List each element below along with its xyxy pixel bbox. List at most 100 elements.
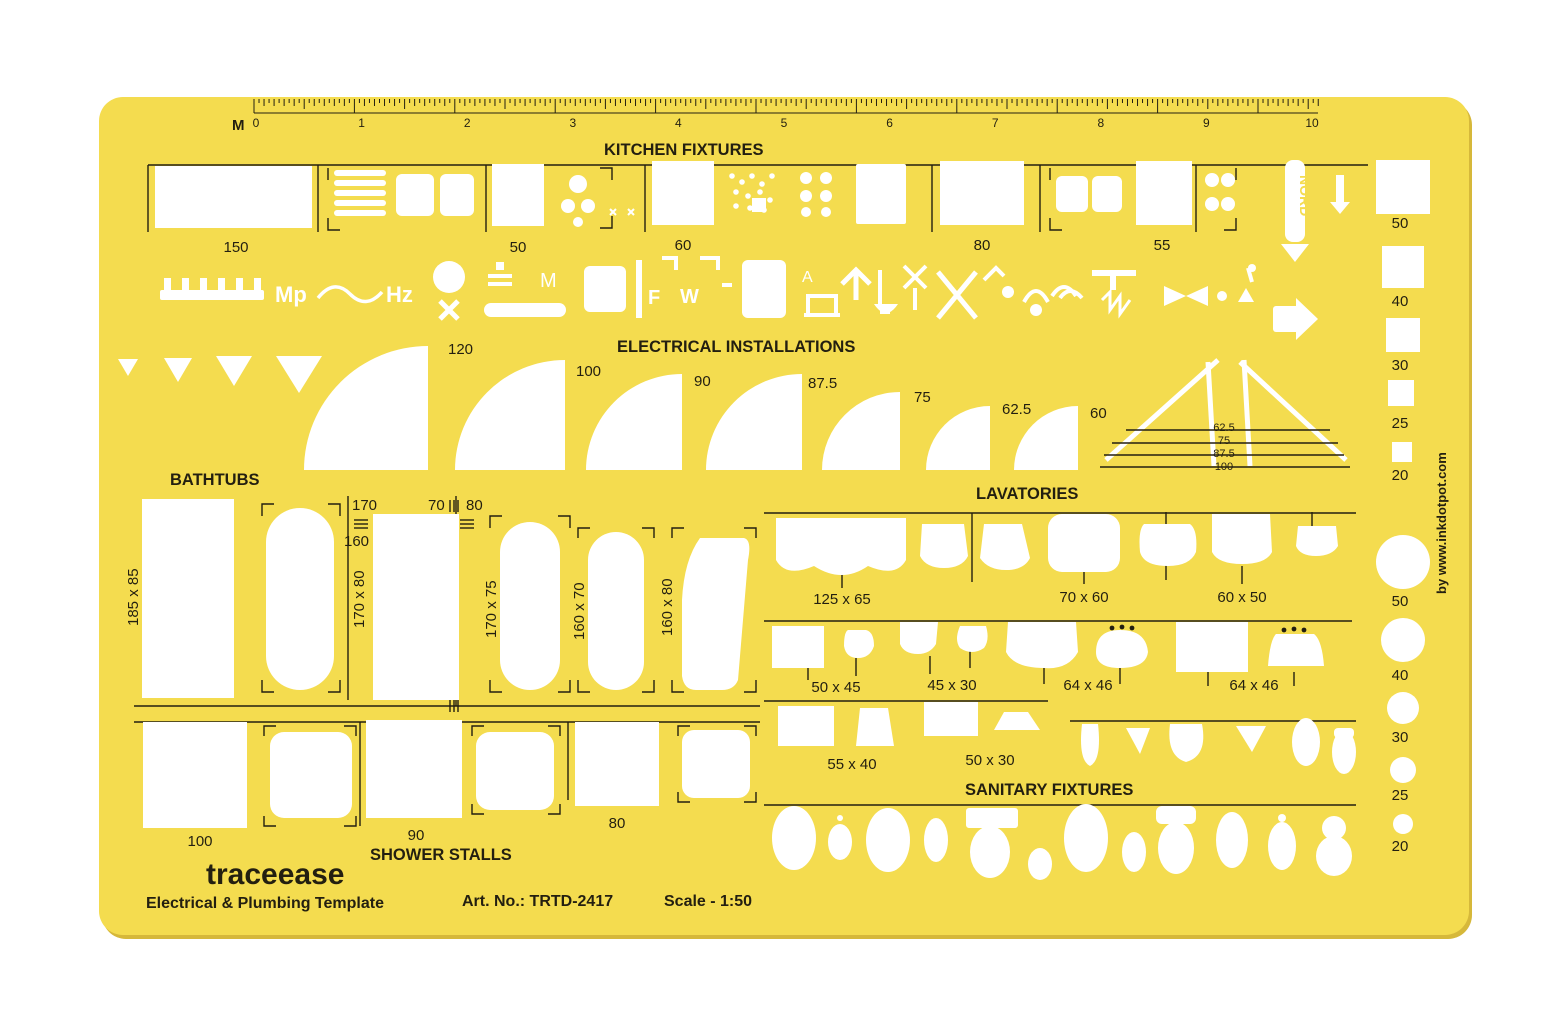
ruler-number: 8: [1097, 116, 1104, 130]
hob-ring: [820, 190, 832, 202]
lavatory-basin: [980, 524, 1030, 570]
shower-label: 90: [408, 827, 425, 844]
brand-logo: traceease: [206, 858, 344, 891]
bathtub-label: 185 x 85: [125, 568, 142, 626]
section-title-kitchen: KITCHEN FIXTURES: [604, 141, 764, 159]
lavatory-60x50: [1212, 514, 1272, 564]
hob-dot: [749, 173, 755, 179]
door-swing-label: 62.5: [1002, 401, 1031, 418]
bathtub-labels: 185 x 85 170 x 80 170 x 75 160 x 70 160 …: [125, 497, 676, 640]
hob-ring: [1205, 173, 1219, 187]
section-title-electrical: ELECTRICAL INSTALLATIONS: [617, 338, 855, 356]
hob-ring: [801, 207, 811, 217]
lavatory-basin: [1268, 634, 1324, 666]
shower-stall-90: [366, 720, 462, 818]
lamp-icon: [433, 261, 465, 293]
switchboard-tooth: [200, 278, 207, 292]
toilet-bowl: [1064, 804, 1108, 872]
sink-basin: [396, 174, 434, 216]
toilet-bowl: [1216, 812, 1248, 868]
ground-symbol: [488, 274, 512, 278]
door-swing-label: 87.5: [808, 375, 837, 392]
toilet-tank: [1156, 806, 1196, 824]
shower-stall-80: [575, 722, 659, 806]
kitchen-tiny-marks: [609, 208, 635, 216]
lavatory-basin: [994, 712, 1040, 730]
shower-stall-rounded: [476, 732, 554, 810]
socket-box: [584, 266, 626, 312]
switchboard-bar: [160, 290, 264, 300]
panel-box: [742, 260, 786, 318]
stove-burner-slot: [334, 180, 386, 186]
triangle-small-icon: [1238, 288, 1254, 302]
stove-burner-slot: [334, 190, 386, 196]
hob-dot: [767, 197, 773, 203]
ruler-scale: [253, 99, 1319, 114]
sink-basin: [1092, 176, 1122, 212]
hob-dot: [757, 189, 763, 195]
heater-coil-icon: [1100, 288, 1132, 319]
urinal-shape: [1169, 724, 1204, 762]
stove-burner-slot: [334, 210, 386, 216]
hob-dot: [733, 189, 739, 195]
bathtub-170x75: [500, 522, 560, 690]
section-title-shower: SHOWER STALLS: [370, 846, 512, 864]
cross-x-icon: [902, 264, 928, 310]
switchboard-teeth: [164, 278, 261, 292]
dimension-label: 70: [428, 497, 445, 514]
kitchen-label: 60: [675, 237, 692, 254]
lavatory-cutouts: [772, 514, 1338, 746]
square-template: [1392, 442, 1412, 462]
hob-ring: [800, 190, 812, 202]
circle-template: [1376, 535, 1430, 589]
section-title-lavatories: LAVATORIES: [976, 485, 1078, 503]
down-arrow-shaft: [1336, 175, 1344, 205]
triangle-icon: [276, 356, 322, 393]
bell-dot-icon: [1030, 304, 1042, 316]
toilet-bowl: [828, 824, 852, 860]
pin-head-icon: [1248, 264, 1256, 272]
bathtub-label: 160 x 80: [659, 578, 676, 636]
bowtie-icon: [1164, 286, 1186, 306]
switch-u-icon: [804, 294, 840, 317]
lavatory-label: 60 x 50: [1217, 589, 1266, 606]
door-swing-label: 75: [914, 389, 931, 406]
ground-symbol: [496, 262, 504, 270]
toilet-bowl: [866, 808, 910, 872]
kitchen-label: 80: [974, 237, 991, 254]
lavatory-label: 125 x 65: [813, 591, 871, 608]
door-swing: [304, 346, 428, 470]
door-swing-label: 90: [694, 373, 711, 390]
switchboard-tooth: [254, 278, 261, 292]
toilet-tank: [966, 808, 1018, 828]
bowtie-icon: [1186, 286, 1208, 306]
kitchen-label: 150: [223, 239, 248, 256]
door-swing: [822, 392, 900, 470]
ruler-number: 10: [1305, 116, 1319, 130]
hob-dot: [729, 173, 735, 179]
hob-dot: [733, 203, 739, 209]
symbol-a: A: [802, 269, 813, 286]
stair-label: 62.5: [1213, 422, 1234, 434]
section-title-bathtubs: BATHTUBS: [170, 471, 260, 489]
hob-dot: [769, 173, 775, 179]
hob-ring: [821, 207, 831, 217]
lavatory-50x30: [924, 702, 978, 736]
circle-template: [1390, 757, 1416, 783]
triangle-icon: [216, 356, 252, 386]
heater-stem: [1110, 276, 1116, 290]
north-arrow-slot: [1285, 160, 1305, 242]
lavatory-64x46: [1176, 622, 1248, 672]
triangle-templates: [118, 356, 322, 393]
lavatory-50x45: [772, 626, 824, 668]
lamp-cross-icon: [438, 299, 460, 321]
ruler-number: 3: [569, 116, 576, 130]
urinal-shape: [1081, 724, 1099, 766]
scale-label: Scale - 1:50: [664, 893, 752, 910]
shower-label: 100: [187, 833, 212, 850]
ground-symbol: [488, 282, 512, 286]
symbol-f: F: [648, 287, 660, 309]
toilet-bowl: [1292, 718, 1320, 766]
